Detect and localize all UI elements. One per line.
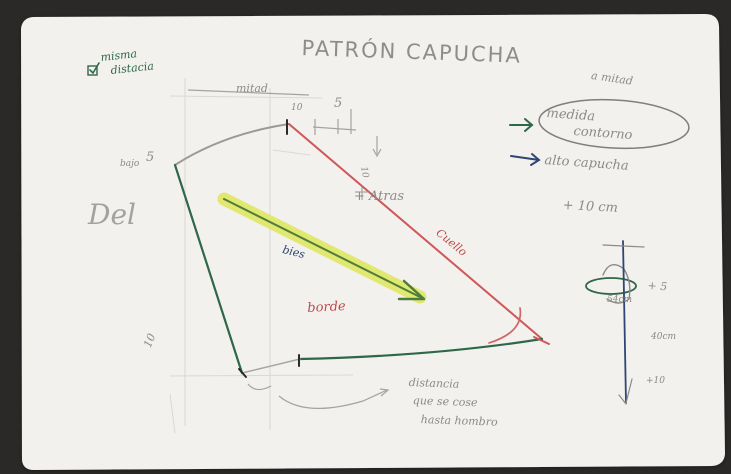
top-measure-ten: 10 (291, 103, 303, 113)
left-low-value: 5 (146, 150, 155, 165)
top-curve (174, 123, 290, 166)
del-label: Del (88, 198, 136, 231)
hood-pattern (173, 119, 550, 378)
bottom-note-line-1: distancia (408, 376, 460, 391)
top-measure-five: 5 (334, 96, 343, 111)
notebook-page (21, 14, 725, 470)
bottom-note-line-3: hasta hombro (420, 413, 498, 429)
front-edge (173, 163, 244, 375)
corner-tick (533, 336, 550, 345)
measure-bubble (538, 98, 690, 150)
left-bottom-tick (238, 368, 247, 378)
checkmark-icon (87, 62, 100, 76)
vertical-measure-ten: 10 (358, 165, 370, 179)
pencil-construction-lines (169, 78, 354, 434)
head-plus-five: + 5 (647, 279, 668, 294)
measurement-lines (187, 89, 390, 409)
edge-label: borde (306, 298, 347, 316)
head-measure-line-2: contorno (573, 124, 633, 144)
corner-curve (488, 307, 522, 344)
back-label: + Atras (354, 189, 405, 204)
plus-ten-cm-label: + 10 cm (562, 198, 619, 216)
bias-arrow-head (397, 279, 426, 301)
arrow-right-icon (510, 153, 541, 166)
head-figure (585, 240, 645, 405)
bottom-note-line-2: que se cose (412, 394, 478, 410)
head-height: 40cm (651, 332, 677, 342)
arrow-right-icon (509, 118, 534, 132)
bias-arrow (223, 198, 421, 298)
left-low-label: bajo (120, 159, 140, 169)
head-circumference: 54cm (607, 295, 633, 305)
bottom-gap-line (241, 358, 301, 374)
head-measure-line-1: medida (546, 106, 596, 125)
top-half-label: mitad (236, 82, 268, 95)
bottom-edge (298, 337, 544, 361)
head-plus-ten: +10 (646, 376, 665, 386)
neck-edge (288, 123, 543, 340)
